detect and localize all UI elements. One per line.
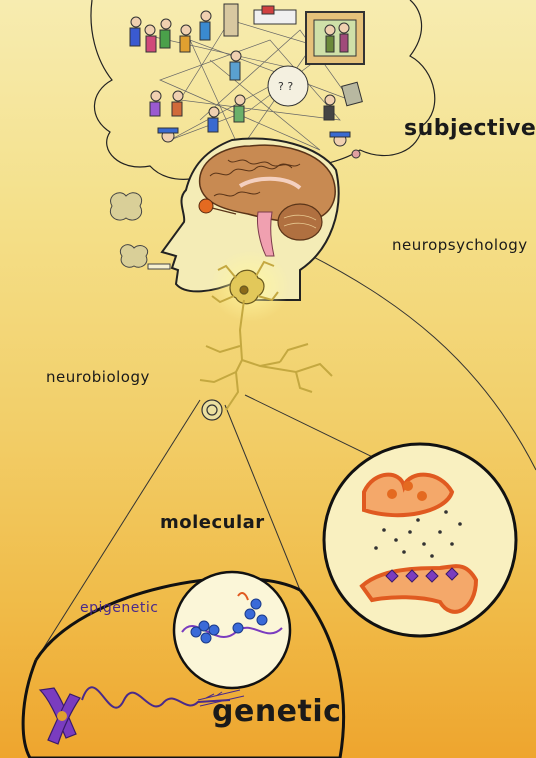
questioning-head-sketch: ? ? [267, 65, 309, 107]
label-neurobiology: neurobiology [46, 368, 150, 386]
speech-puff-icon [110, 192, 171, 270]
label-genetic: genetic [212, 694, 342, 729]
brainstem-icon [257, 211, 275, 257]
svg-text:? ?: ? ? [278, 80, 293, 93]
label-epigenetic: epigenetic [80, 600, 159, 616]
dna-icon [172, 570, 292, 690]
neuron-icon [199, 260, 333, 421]
synapse-icon [322, 442, 518, 638]
cerebellum-icon [277, 203, 323, 241]
eye-icon [198, 198, 214, 214]
molecular-circle [21, 576, 346, 758]
chromosome-icon [38, 686, 245, 745]
label-neuropsychology: neuropsychology [392, 236, 528, 254]
brain-icon [198, 144, 336, 257]
crowd-sketch [129, 10, 212, 53]
label-subjective: subjective [404, 116, 536, 141]
bed-sketch [253, 5, 297, 25]
mirror-sketch [223, 3, 239, 37]
kids-sketch [149, 50, 363, 159]
memory-sketches: ? ? [129, 3, 365, 159]
family-picture-frame [305, 11, 365, 65]
label-molecular: molecular [160, 512, 265, 533]
axon-terminal-icon [201, 399, 223, 421]
